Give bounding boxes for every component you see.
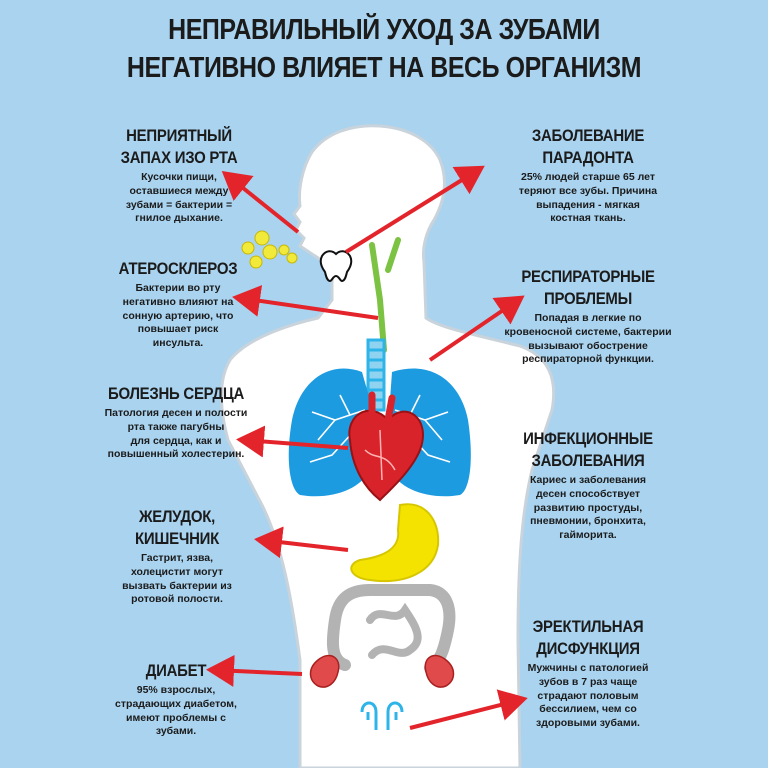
block-stomach: ЖЕЛУДОК, КИШЕЧНИК Гастрит, язва, холецис…: [94, 506, 260, 607]
desc-bad-breath: Кусочки пищи, оставшиеся между зубами = …: [125, 171, 233, 225]
arrow-atherosclerosis: [232, 285, 379, 320]
heading-stomach: ЖЕЛУДОК, КИШЕЧНИК: [135, 507, 219, 548]
desc-atherosclerosis: Бактерии во рту негативно влияют на сонн…: [122, 282, 234, 350]
arrow-bad-breath: [221, 171, 300, 234]
tooth-icon: [319, 250, 353, 283]
desc-diabetes: 95% взрослых, страдающих диабетом, имеют…: [115, 684, 237, 738]
block-erectile: ЭРЕКТИЛЬНАЯ ДИСФУНКЦИЯ Мужчины с патолог…: [500, 616, 676, 731]
lung-branches: [309, 394, 451, 463]
stomach: [350, 503, 440, 582]
right-kidney: [424, 654, 455, 688]
arrow-periodontal: [344, 165, 485, 254]
arrow-diabetes: [206, 654, 303, 687]
heading-periodontal: ЗАБОЛЕВАНИЕ ПАРАДОНТА: [531, 126, 645, 167]
desc-periodontal: 25% людей старше 65 лет теряют все зубы.…: [518, 171, 658, 225]
arrow-heart-disease: [236, 425, 349, 458]
large-intestine: [326, 584, 456, 674]
arrow-stomach: [254, 526, 349, 559]
title-line-2: НЕГАТИВНО ВЛИЯЕТ НА ВЕСЬ ОРГАНИЗМ: [126, 52, 642, 84]
title-line-1: НЕПРАВИЛЬНЫЙ УХОД ЗА ЗУБАМИ: [168, 14, 600, 46]
heading-bad-breath: НЕПРИЯТНЫЙ ЗАПАХ ИЗО РТА: [120, 126, 238, 167]
arrows: [206, 165, 528, 730]
block-atherosclerosis: АТЕРОСКЛЕРОЗ Бактерии во рту негативно в…: [90, 258, 266, 351]
reproductive-icon: [360, 701, 404, 730]
block-heart-disease: БОЛЕЗНЬ СЕРДЦА Патология десен и полости…: [84, 383, 268, 462]
desc-respiratory: Попадая в легкие по кровеносной системе,…: [504, 312, 672, 366]
block-infectious: ИНФЕКЦИОННЫЕ ЗАБОЛЕВАНИЯ Кариес и заболе…: [500, 428, 676, 543]
desc-erectile: Мужчины с патологией зубов в 7 раз чаще …: [527, 662, 649, 730]
heading-diabetes: ДИАБЕТ: [145, 661, 207, 680]
block-bad-breath: НЕПРИЯТНЫЙ ЗАПАХ ИЗО РТА Кусочки пищи, о…: [94, 125, 264, 226]
left-lung: [288, 368, 370, 497]
esophagus: [369, 237, 401, 353]
heading-heart-disease: БОЛЕЗНЬ СЕРДЦА: [107, 384, 245, 403]
desc-stomach: Гастрит, язва, холецистит могут вызвать …: [122, 552, 232, 606]
block-respiratory: РЕСПИРАТОРНЫЕ ПРОБЛЕМЫ Попадая в легкие …: [488, 266, 688, 367]
arrow-erectile: [409, 689, 528, 730]
heading-respiratory: РЕСПИРАТОРНЫЕ ПРОБЛЕМЫ: [521, 267, 655, 308]
block-periodontal: ЗАБОЛЕВАНИЕ ПАРАДОНТА 25% людей старше 6…: [494, 125, 682, 226]
arrow-respiratory: [428, 295, 525, 362]
bad-breath-bubbles: [241, 230, 298, 269]
heading-infectious: ИНФЕКЦИОННЫЕ ЗАБОЛЕВАНИЯ: [523, 429, 653, 470]
left-kidney: [309, 654, 340, 688]
block-diabetes: ДИАБЕТ 95% взрослых, страдающих диабетом…: [96, 660, 256, 739]
desc-infectious: Кариес и заболевания десен способствует …: [529, 474, 647, 542]
heading-erectile: ЭРЕКТИЛЬНАЯ ДИСФУНКЦИЯ: [532, 617, 644, 658]
desc-heart-disease: Патология десен и полости рта также пагу…: [104, 407, 248, 461]
heading-atherosclerosis: АТЕРОСКЛЕРОЗ: [118, 259, 238, 278]
small-intestine: [366, 602, 422, 659]
